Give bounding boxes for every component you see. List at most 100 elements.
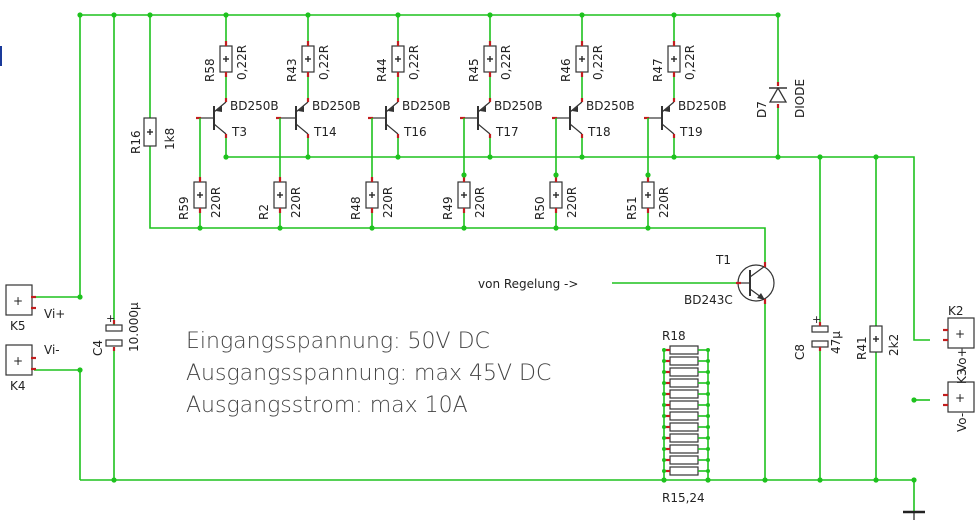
transistor-t1[interactable]: T1 BD243C bbox=[684, 253, 775, 307]
resistor-r16[interactable]: R16 1k8 bbox=[129, 117, 177, 154]
junction-dot bbox=[662, 425, 666, 429]
note-output-current: Ausgangsstrom: max 10A bbox=[186, 393, 468, 418]
r16-value: 1k8 bbox=[163, 128, 177, 150]
base-resistor-value: 220R bbox=[657, 187, 671, 218]
capacitor-c4[interactable]: + C4 10.000µ bbox=[91, 302, 141, 356]
r-array-bottom-label: R15,24 bbox=[662, 491, 705, 505]
base-resistor-ref: R49 bbox=[441, 196, 455, 220]
junction-dot bbox=[645, 225, 651, 231]
junction-dot bbox=[662, 469, 666, 473]
junction-dot bbox=[111, 12, 117, 18]
c4-value: 10.000µ bbox=[127, 302, 141, 352]
c8-ref: C8 bbox=[793, 344, 807, 360]
array-resistor bbox=[669, 433, 699, 443]
junction-dot bbox=[487, 12, 493, 18]
junction-dot bbox=[662, 447, 666, 451]
diode-d7[interactable]: D7 DIODE bbox=[755, 79, 807, 118]
shunt-value: 0,22R bbox=[499, 45, 513, 80]
k2-plus: + bbox=[955, 327, 965, 341]
shunt-ref: R45 bbox=[467, 58, 481, 82]
junction-dot bbox=[706, 381, 710, 385]
shunt-resistor[interactable]: R45 0,22R bbox=[467, 41, 513, 82]
connector-k3[interactable]: + K3 Vo- bbox=[943, 368, 975, 432]
junction-dot bbox=[305, 154, 311, 160]
capacitor-c8[interactable]: + C8 47µ bbox=[793, 313, 843, 360]
array-resistor bbox=[669, 422, 699, 432]
shunt-ref: R47 bbox=[651, 58, 665, 82]
junction-dot bbox=[662, 403, 666, 407]
r41-value: 2k2 bbox=[887, 334, 901, 356]
connector-k4[interactable]: + K4 Vi- bbox=[5, 343, 60, 393]
junction-dot bbox=[369, 225, 375, 231]
shunt-resistor[interactable]: R44 0,22R bbox=[375, 41, 421, 82]
resistor-array[interactable]: R18 R15,24 bbox=[662, 329, 710, 505]
junction-dot bbox=[706, 447, 710, 451]
edge-marker bbox=[0, 46, 2, 66]
control-input-label: von Regelung -> bbox=[478, 277, 578, 291]
shunt-resistor[interactable]: R43 0,22R bbox=[285, 41, 331, 82]
shunt-ref: R43 bbox=[285, 58, 299, 82]
junction-dot bbox=[77, 12, 83, 18]
shunt-resistor[interactable]: R47 0,22R bbox=[651, 41, 697, 82]
shunt-value: 0,22R bbox=[235, 45, 249, 80]
array-resistor bbox=[669, 389, 699, 399]
base-resistor-value: 220R bbox=[473, 187, 487, 218]
connector-k5[interactable]: + K5 Vi+ bbox=[5, 284, 65, 333]
r-array-top-label: R18 bbox=[662, 329, 686, 343]
shunt-value: 0,22R bbox=[317, 45, 331, 80]
transistor-ref: T17 bbox=[495, 125, 519, 139]
base-resistor[interactable]: R49 220R bbox=[441, 177, 487, 220]
k5-ref: K5 bbox=[10, 319, 26, 333]
shunt-value: 0,22R bbox=[683, 45, 697, 80]
k2-ref: K2 bbox=[948, 304, 964, 318]
junction-dot bbox=[706, 392, 710, 396]
k3-ref: K3 bbox=[955, 368, 969, 384]
transistor-ref: T14 bbox=[313, 125, 337, 139]
k4-net: Vi- bbox=[44, 343, 60, 357]
transistor-type: BD250B bbox=[678, 99, 727, 113]
base-resistor-ref: R2 bbox=[257, 204, 271, 220]
junction-dot bbox=[775, 12, 781, 18]
junction-dot bbox=[706, 469, 710, 473]
junction-dot bbox=[706, 348, 710, 352]
resistor-r41[interactable]: R41 2k2 bbox=[855, 325, 901, 360]
junction-dot bbox=[277, 225, 283, 231]
junction-dot bbox=[662, 381, 666, 385]
array-resistor bbox=[669, 444, 699, 454]
junction-dot bbox=[762, 477, 768, 483]
shunt-ref: R44 bbox=[375, 58, 389, 82]
junction-dot bbox=[662, 370, 666, 374]
connector-k2[interactable]: + K2 Vo+ bbox=[943, 304, 975, 372]
shunt-value: 0,22R bbox=[407, 45, 421, 80]
junction-dot bbox=[911, 397, 917, 403]
note-output-voltage: Ausgangsspannung: max 45V DC bbox=[186, 361, 551, 386]
t1-type: BD243C bbox=[684, 293, 733, 307]
junction-dot bbox=[662, 458, 666, 462]
d7-ref: D7 bbox=[755, 101, 769, 118]
junction-dot bbox=[775, 154, 781, 160]
base-resistor-ref: R59 bbox=[177, 196, 191, 220]
junction-dot bbox=[111, 477, 117, 483]
k2-net: Vo+ bbox=[955, 347, 969, 372]
junction-dots bbox=[77, 12, 917, 483]
junction-dot bbox=[645, 172, 651, 178]
array-resistor bbox=[669, 411, 699, 421]
junction-dot bbox=[817, 477, 823, 483]
base-resistor-value: 220R bbox=[381, 187, 395, 218]
transistor-ref: T16 bbox=[403, 125, 427, 139]
